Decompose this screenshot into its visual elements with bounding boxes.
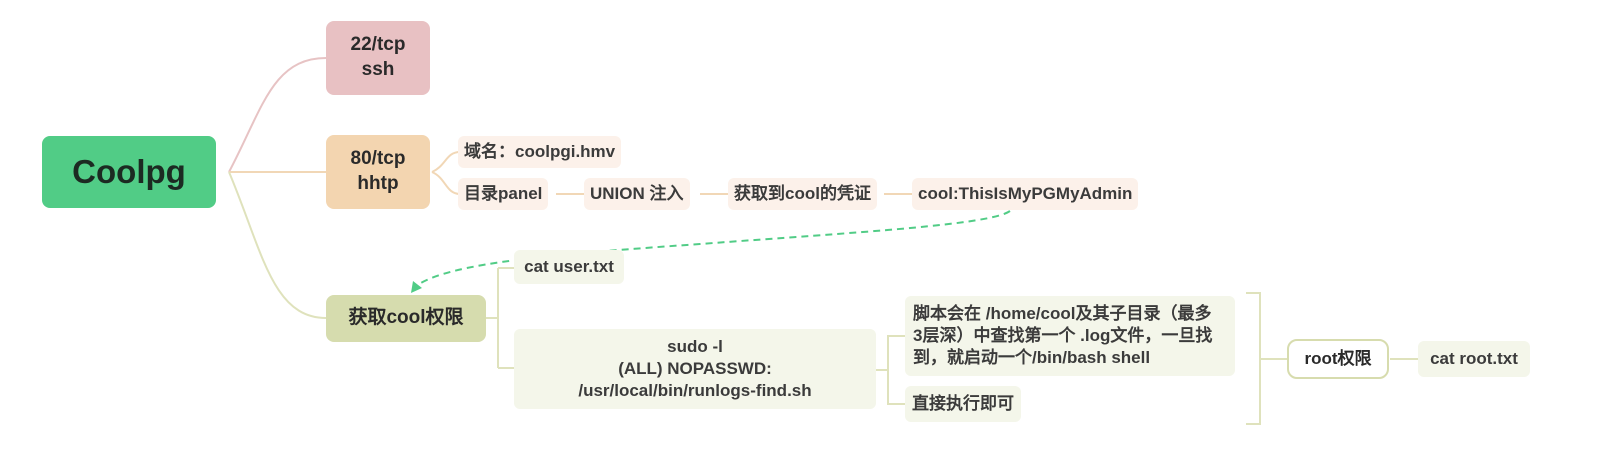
port-ssh-line-1: 22/tcp (350, 34, 406, 56)
domain-label: 域名：coolpgi.hmv (464, 141, 616, 161)
sudo-line-1: sudo -l (667, 336, 723, 356)
script-desc-line-2: 3层深）中查找第一个 .log文件，一旦找 (913, 325, 1213, 345)
link-sudo-direct (887, 370, 905, 405)
cool-node[interactable]: 获取cool权限 (326, 295, 486, 342)
user-txt-node[interactable]: cat user.txt (514, 250, 624, 284)
direct-exec-label: 直接执行即可 (912, 393, 1014, 413)
panel-node[interactable]: 目录panel (458, 178, 549, 210)
dashed-arrow (415, 210, 1011, 287)
script-desc-node[interactable]: 脚本会在 /home/cool及其子目录（最多 3层深）中查找第一个 .log文… (905, 296, 1235, 376)
root-perm-label: root权限 (1304, 348, 1372, 368)
script-desc-line-1: 脚本会在 /home/cool及其子目录（最多 (913, 303, 1212, 323)
port-ssh-node[interactable]: 22/tcp ssh (326, 21, 430, 95)
root-label: Coolpg (72, 152, 186, 190)
sudo-line-2: (ALL) NOPASSWD: (618, 358, 772, 378)
port-ssh-line-2: ssh (361, 59, 395, 80)
link-root-ssh (228, 57, 327, 173)
port-http-node[interactable]: 80/tcp hhtp (326, 135, 430, 209)
root-perm-node[interactable]: root权限 (1287, 339, 1389, 379)
link-sudo-desc (876, 335, 905, 371)
creds-node[interactable]: 获取到cool的凭证 (728, 178, 877, 210)
union-label: UNION 注入 (590, 183, 684, 203)
dashed-arrow-head (411, 281, 422, 293)
script-desc-line-3: 到，就启动一个/bin/bash shell (913, 348, 1151, 368)
sudo-node[interactable]: sudo -l (ALL) NOPASSWD: /usr/local/bin/r… (514, 329, 876, 409)
root-txt-node[interactable]: cat root.txt (1418, 341, 1530, 377)
panel-label: 目录panel (464, 183, 543, 203)
union-node[interactable]: UNION 注入 (584, 178, 690, 210)
sudo-line-3: /usr/local/bin/runlogs-find.sh (578, 381, 812, 401)
domain-node[interactable]: 域名：coolpgi.hmv (458, 136, 622, 168)
direct-exec-node[interactable]: 直接执行即可 (905, 386, 1021, 422)
link-cool-bracket (486, 267, 514, 369)
link-root-cool (228, 171, 327, 319)
creds-label: 获取到cool的凭证 (734, 183, 871, 203)
root-txt-label: cat root.txt (1430, 348, 1518, 368)
link-big-bracket (1246, 292, 1287, 425)
port-http-line-2: hhtp (357, 173, 399, 194)
link-http-panel (431, 171, 461, 195)
cool-label: 获取cool权限 (348, 307, 464, 329)
link-http-domain (431, 151, 461, 173)
port-http-line-1: 80/tcp (350, 148, 406, 170)
password-node[interactable]: cool:ThisIsMyPGMyAdmin (912, 178, 1139, 210)
user-txt-label: cat user.txt (524, 256, 614, 276)
password-label: cool:ThisIsMyPGMyAdmin (918, 183, 1133, 203)
root-node[interactable]: Coolpg (42, 136, 216, 208)
